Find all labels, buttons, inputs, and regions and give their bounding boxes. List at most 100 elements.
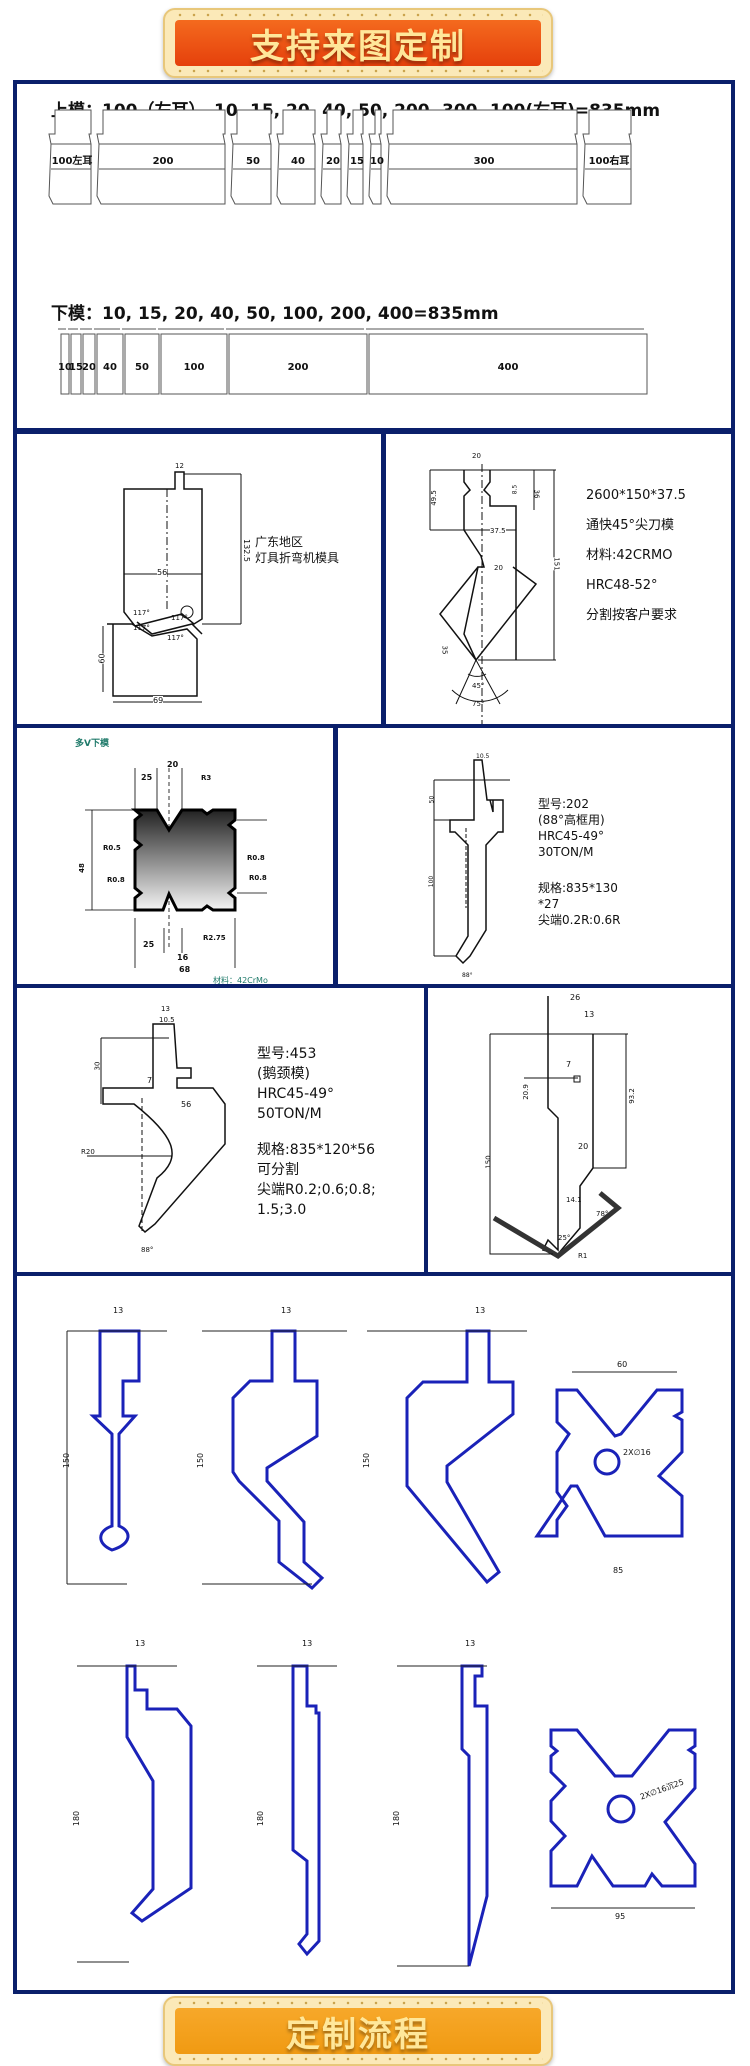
mv-dim-48: 48 <box>77 863 86 873</box>
multi-v-title: 多V下模 <box>75 739 109 749</box>
d3-dim-13: 13 <box>475 1306 486 1315</box>
banner-title-bottom: 定制流程 <box>175 2008 541 2055</box>
upper-die-segment-label: 15 <box>350 156 364 167</box>
d453-spec-4: 50TON/M <box>257 1106 322 1122</box>
drawing-d7 <box>397 1664 489 1967</box>
d453-spec-1: 型号:453 <box>257 1046 317 1062</box>
d453-dim-7: 7 <box>147 1076 153 1085</box>
knife-dim-35: 35 <box>440 645 449 655</box>
upper-die-segment: 100右耳 <box>582 109 632 205</box>
d6-dim-13: 13 <box>302 1639 313 1648</box>
lamp-dim-56: 56 <box>157 568 168 577</box>
knife-spec-2: 通快45°尖刀模 <box>586 518 675 533</box>
mv-dim-25: 25 <box>141 773 153 782</box>
lamp-dim-132: 132.5 <box>241 539 251 562</box>
mv-dim-r3: R3 <box>201 774 212 782</box>
d453-spec-8: 尖端R0.2;0.6;0.8; <box>257 1182 376 1198</box>
upper-die-segment: 20 <box>320 109 342 205</box>
panel-hem-die: 26 13 7 20.9 93.2 20 150 14.1 78° 25° R1 <box>424 984 735 1276</box>
d453-spec-3: HRC45-49° <box>257 1086 335 1102</box>
panel-202-die: 10.5 50 100 88° 型号:202 (88°高框用) HRC45-49… <box>334 724 735 988</box>
lower-die-segment-label: 40 <box>103 362 117 373</box>
drawing-d1 <box>66 1329 167 1585</box>
hem-angle-25: 25° <box>558 1234 571 1242</box>
mv-dim-20: 20 <box>167 760 179 769</box>
multi-v-drawing <box>85 768 267 968</box>
lamp-die-drawing <box>102 471 242 703</box>
d453-spec-9: 1.5;3.0 <box>257 1202 307 1218</box>
upper-die-segment-label: 100左耳 <box>52 154 93 167</box>
knife-dim-20: 20 <box>472 452 481 460</box>
d1-dim-150: 150 <box>62 1452 72 1469</box>
d202-dim-105: 10.5 <box>476 753 490 760</box>
drawing-d5 <box>77 1664 193 1963</box>
d453-spec-7: 可分割 <box>257 1162 299 1178</box>
hem-dim-150: 150 <box>484 1155 493 1169</box>
d2-dim-13: 13 <box>281 1306 292 1315</box>
drawing-d2 <box>202 1329 347 1591</box>
upper-die-segment-label: 100右耳 <box>589 154 630 167</box>
lower-die-segment: 15 <box>68 328 83 395</box>
panel-45-knife-die: 20 49.5 8.5 36 37.5 20 151 35 45° 75° 26… <box>382 430 735 728</box>
d202-angle: 88° <box>462 972 473 979</box>
lower-die-segment-label: 200 <box>288 362 309 373</box>
lamp-dim-60: 60 <box>97 653 107 664</box>
d202-dim-50: 50 <box>428 795 436 804</box>
d202-dim-100: 100 <box>428 875 436 888</box>
panel-die-segments: 上模：100（左耳），10, 15, 20, 40, 50, 200, 300,… <box>13 80 735 432</box>
banner-title: 支持来图定制 <box>175 20 541 67</box>
lamp-note-line-2: 灯具折弯机模具 <box>255 551 340 565</box>
d202-spec-6: 规格:835*130 <box>538 881 618 895</box>
panel-blue-outlines: 13 150 13 150 13 150 60 2X∅16 85 13 180 … <box>13 1272 735 1994</box>
die-453-drawing <box>87 1023 226 1234</box>
upper-die-segment: 40 <box>276 109 316 205</box>
upper-die-segment: 15 <box>346 109 364 205</box>
d202-spec-3: HRC45-49° <box>538 829 605 843</box>
upper-die-segment-label: 50 <box>246 156 260 167</box>
knife-dim-20b: 20 <box>494 564 503 572</box>
upper-die-segment: 300 <box>386 109 578 205</box>
upper-die-segment-label: 300 <box>474 156 495 167</box>
d453-dim-13: 13 <box>161 1005 170 1013</box>
drawing-d6 <box>257 1664 337 1957</box>
d4-hole: 2X∅16 <box>623 1448 651 1457</box>
d453-dim-30: 30 <box>93 1061 102 1071</box>
hem-dim-932: 93.2 <box>627 1088 636 1104</box>
d7-dim-180: 180 <box>392 1810 402 1827</box>
lamp-dim-69: 69 <box>153 696 164 705</box>
d5-dim-13: 13 <box>135 1639 146 1648</box>
d6-dim-180: 180 <box>256 1810 266 1827</box>
mv-dim-16: 16 <box>177 953 189 962</box>
lower-die-segment-label: 15 <box>69 362 83 373</box>
hem-dim-141: 14.1 <box>566 1196 582 1204</box>
knife-angle-75: 75° <box>472 700 485 708</box>
mv-dim-68: 68 <box>179 965 191 974</box>
d202-spec-4: 30TON/M <box>538 845 594 859</box>
hem-angle-78: 78° <box>596 1210 609 1218</box>
d8-dim-95: 95 <box>615 1912 626 1921</box>
hem-dim-209: 20.9 <box>521 1084 530 1100</box>
lamp-angle-2: 117° <box>171 614 188 622</box>
lower-die-segment-label: 400 <box>498 362 519 373</box>
lower-die-segment-label: 100 <box>184 362 205 373</box>
knife-spec-3: 材料:42CRMO <box>586 548 673 563</box>
lower-die-segment: 100 <box>158 328 228 395</box>
lower-die-segment: 50 <box>122 328 160 395</box>
upper-die-segment: 100左耳 <box>48 109 93 205</box>
drawing-d3 <box>367 1329 527 1585</box>
lamp-dim-12: 12 <box>175 462 184 470</box>
lower-die-segment: 40 <box>94 328 124 395</box>
knife-spec-5: 分割按客户要求 <box>586 608 678 623</box>
d7-dim-13: 13 <box>465 1639 476 1648</box>
multi-v-material: 材料：42CrMo <box>213 976 268 985</box>
lower-die-segment: 400 <box>366 328 648 395</box>
lamp-note-line-1: 广东地区 <box>255 535 304 549</box>
d453-dim-r20: R20 <box>81 1148 95 1156</box>
d453-dim-56: 56 <box>181 1100 192 1109</box>
d202-spec-7: *27 <box>538 897 560 911</box>
hem-dim-26: 26 <box>570 993 581 1002</box>
hem-dim-r1: R1 <box>578 1252 588 1260</box>
mv-dim-r05: R0.5 <box>103 844 121 852</box>
lower-die-segment-label: 50 <box>135 362 149 373</box>
knife-dim-36: 36 <box>532 489 541 499</box>
